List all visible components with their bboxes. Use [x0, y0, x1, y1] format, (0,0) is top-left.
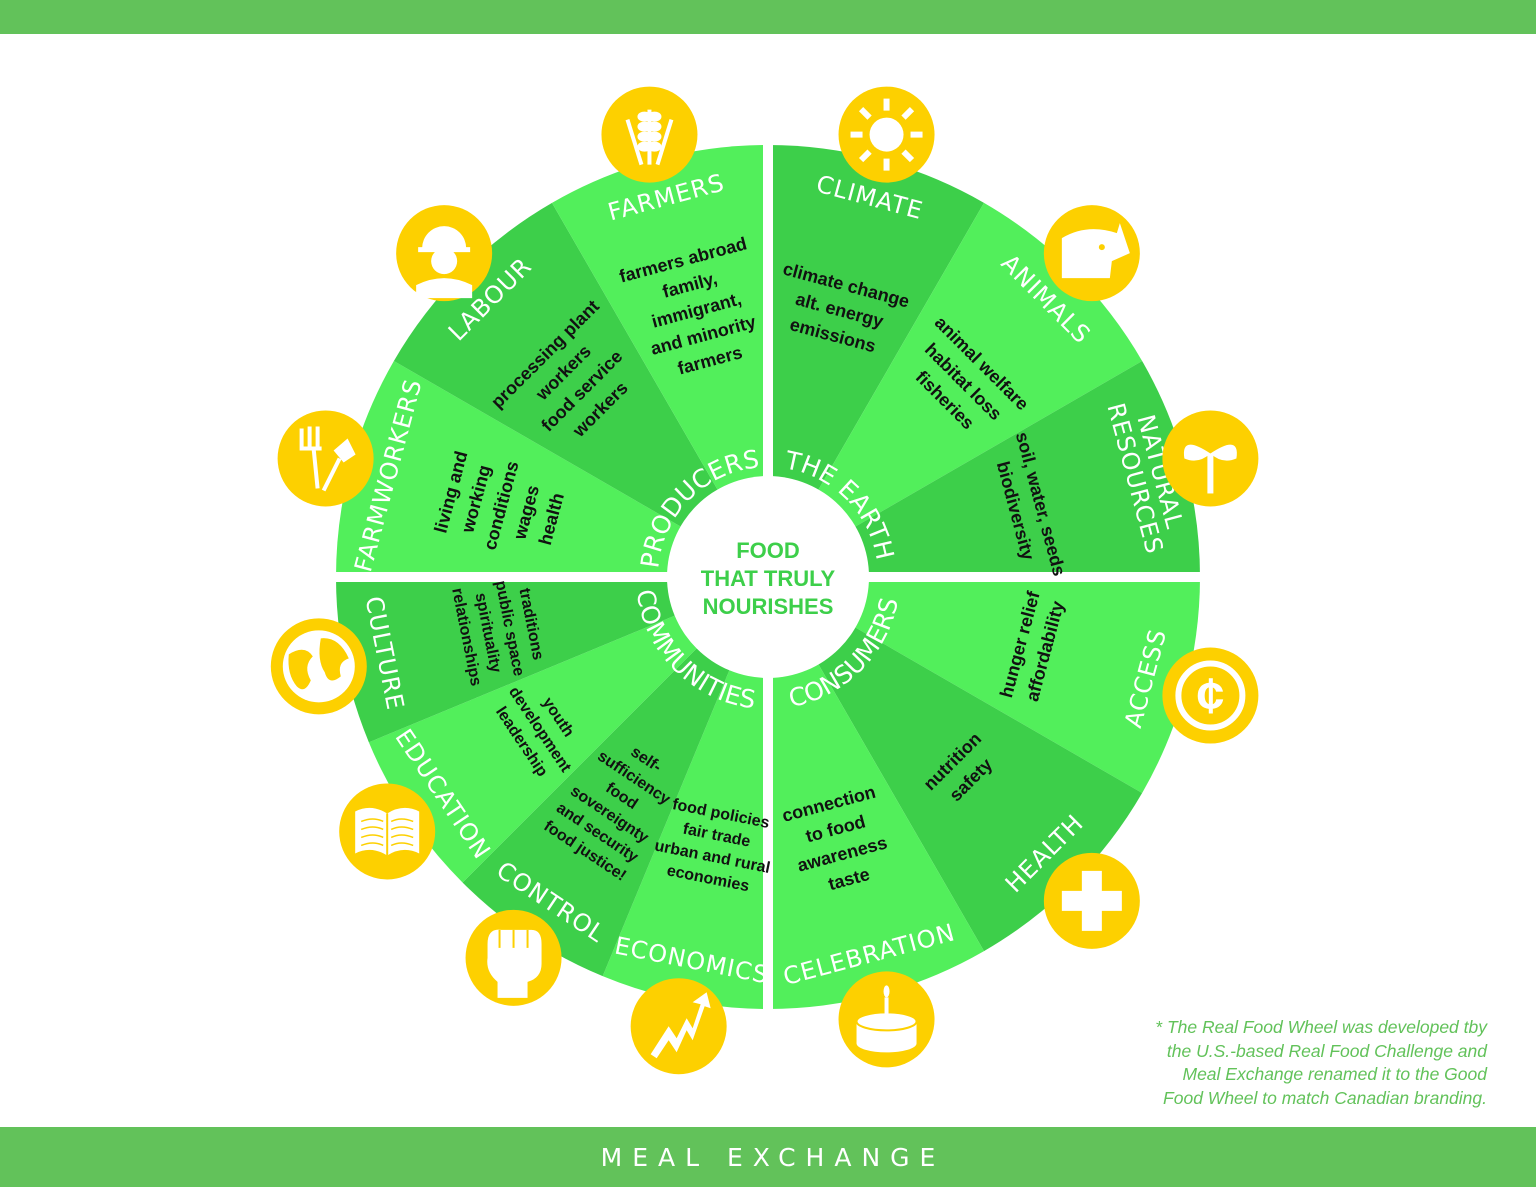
worker-icon — [396, 205, 493, 302]
book-icon — [339, 783, 436, 880]
sprout-icon — [1162, 410, 1259, 507]
center-title: FOOD THAT TRULY NOURISHES — [701, 538, 836, 619]
footnote: * The Real Food Wheel was developed tby … — [1067, 1016, 1487, 1110]
segment-education — [368, 577, 768, 883]
segment-celebration — [768, 577, 984, 1009]
fist-icon — [465, 909, 562, 1006]
segment-labour — [393, 202, 768, 578]
center-line-3: NOURISHES — [703, 594, 834, 619]
top-bar — [0, 0, 1536, 34]
trend-arrow-icon — [630, 978, 727, 1075]
cake-icon — [838, 971, 935, 1068]
segment-icons: ¢ — [270, 86, 1259, 1075]
footnote-line: the U.S.-based Real Food Challenge and — [1166, 1040, 1487, 1061]
footer-bar: MEAL EXCHANGE — [0, 1127, 1536, 1187]
footnote-line: Food Wheel to match Canadian branding. — [1163, 1087, 1487, 1108]
cent-icon: ¢ — [1162, 647, 1259, 744]
segment-culture — [336, 577, 768, 743]
pig-icon — [1043, 205, 1140, 302]
wheel-segments — [336, 145, 1200, 1009]
farm-tools-icon — [277, 410, 374, 507]
segment-health — [768, 577, 1143, 952]
sun-icon — [838, 86, 935, 183]
globe-icon — [270, 618, 367, 715]
segment-farmworkers — [336, 361, 768, 577]
segment-natural-resources — [768, 361, 1200, 577]
svg-text:¢: ¢ — [1196, 668, 1224, 724]
segment-farmers — [552, 145, 768, 577]
segment-animals — [768, 202, 1143, 578]
segment-access — [768, 577, 1200, 793]
segment-economics — [602, 577, 768, 1009]
footnote-line: Meal Exchange renamed it to the Good — [1182, 1064, 1488, 1084]
wheat-icon — [601, 86, 698, 183]
footnote-line: * The Real Food Wheel was developed tby — [1155, 1017, 1487, 1037]
segment-climate — [768, 145, 984, 577]
meal-exchange-logo: MEAL EXCHANGE — [600, 1142, 946, 1172]
center-line-1: FOOD — [736, 538, 800, 563]
segment-control — [462, 577, 768, 977]
medical-cross-icon — [1043, 852, 1140, 949]
center-line-2: THAT TRULY — [701, 566, 836, 591]
center-circle — [667, 476, 869, 678]
